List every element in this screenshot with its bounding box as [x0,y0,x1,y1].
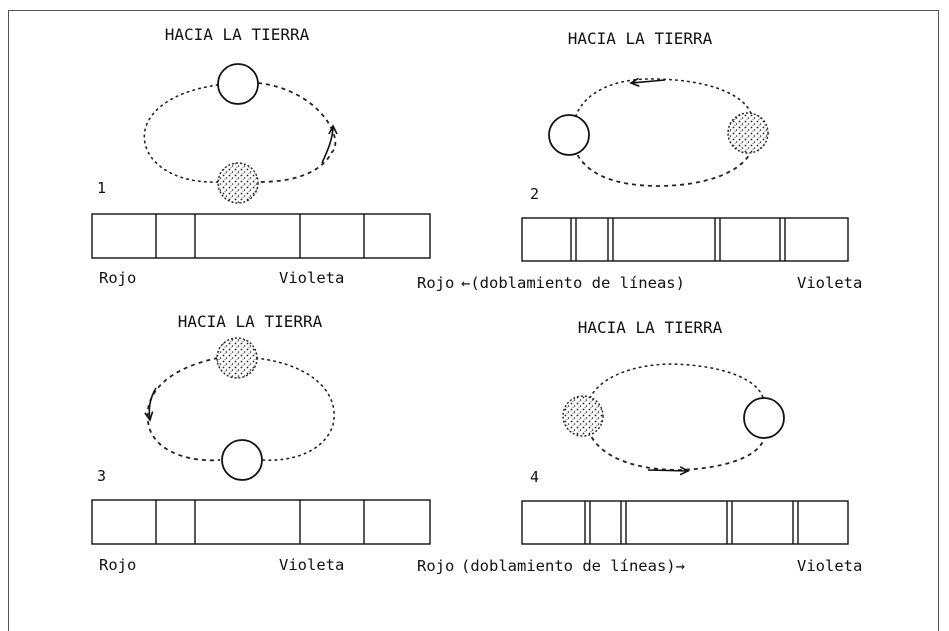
panel-number: 2 [530,185,539,203]
orbit [573,79,753,187]
panel-number: 3 [97,467,106,485]
label-violet: Violeta [797,274,862,292]
orbit-direction-arrow [321,126,333,164]
orbit [587,363,765,471]
label-violet: Violeta [279,556,344,574]
panel-title: HACIA LA TIERRA [178,312,323,331]
orbit-direction-arrow [631,80,666,83]
label-red: Rojo [417,557,454,575]
panel-2: HACIA LA TIERRA 2 Rojo ←(doblamiento de … [417,29,862,292]
orbit-direction-arrow [149,387,157,420]
bright-star [217,63,259,105]
dim-star [217,162,259,204]
spectrum-bar [91,499,431,545]
bright-star [221,439,263,481]
figure-frame [8,10,939,631]
spectrum-bar [521,500,849,545]
orbit [143,82,335,183]
label-violet: Violeta [279,269,344,287]
label-line-doubling: (doblamiento de líneas)→ [461,557,685,575]
label-red: Rojo [99,556,136,574]
panel-number: 4 [530,468,539,486]
spectrum-bar [91,213,431,259]
label-violet: Violeta [797,557,862,575]
panel-number: 1 [97,179,106,197]
panel-3: HACIA LA TIERRA 3 Rojo Violeta [91,312,431,574]
label-line-doubling: ←(doblamiento de líneas) [461,274,685,292]
orbit-direction-arrow [647,470,688,471]
panel-4: HACIA LA TIERRA 4 Rojo (doblamiento de l… [417,318,862,575]
dim-star [562,395,604,437]
spectrum-bar [521,217,849,262]
dim-star [216,337,258,379]
label-red: Rojo [417,274,454,292]
panel-title: HACIA LA TIERRA [578,318,723,337]
dim-star [727,112,769,154]
orbit [148,357,335,462]
panel-1: HACIA LA TIERRA 1 Rojo Violeta [91,25,431,287]
bright-star [743,397,785,439]
panel-title: HACIA LA TIERRA [568,29,713,48]
panel-title: HACIA LA TIERRA [165,25,310,44]
bright-star [548,114,590,156]
label-red: Rojo [99,269,136,287]
